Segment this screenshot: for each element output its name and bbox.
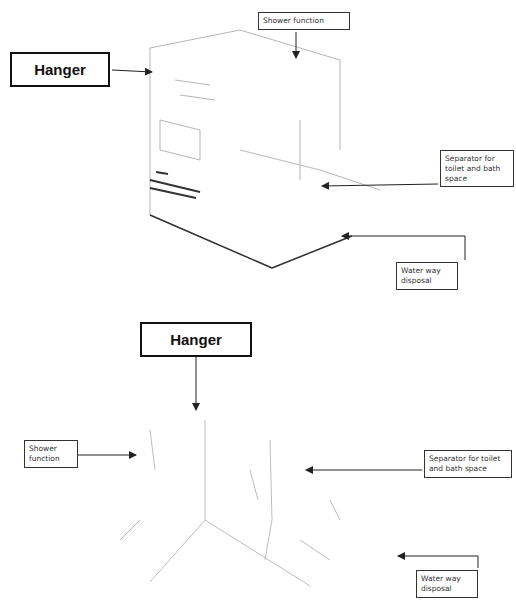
callout-text: Separator for toilet and bath space (429, 454, 507, 474)
callout-box: Water way disposal (416, 570, 478, 598)
callout-box: Separator for toilet and bath space (440, 150, 514, 187)
callout-text: Water way disposal (401, 266, 453, 286)
module-sketch-bottom (120, 420, 340, 586)
callout-text: Hanger (148, 331, 244, 348)
callout-box: Water way disposal (396, 262, 458, 290)
callout-box: Separator for toilet and bath space (424, 450, 512, 478)
module-details-top (150, 172, 352, 268)
callout-text: Separator for toilet and bath space (445, 154, 509, 183)
leader-arrows (78, 32, 478, 568)
module-sketch-top (150, 30, 380, 268)
callout-text: Hanger (18, 61, 102, 78)
callout-text: Water way disposal (421, 574, 473, 594)
callout-box: Shower function (24, 440, 78, 468)
callout-box-bold: Hanger (140, 322, 252, 357)
callout-text: Shower function (29, 444, 73, 464)
callout-box-bold: Hanger (10, 52, 110, 87)
callout-text: Shower function (263, 16, 345, 26)
callout-box: Shower function (258, 12, 350, 30)
